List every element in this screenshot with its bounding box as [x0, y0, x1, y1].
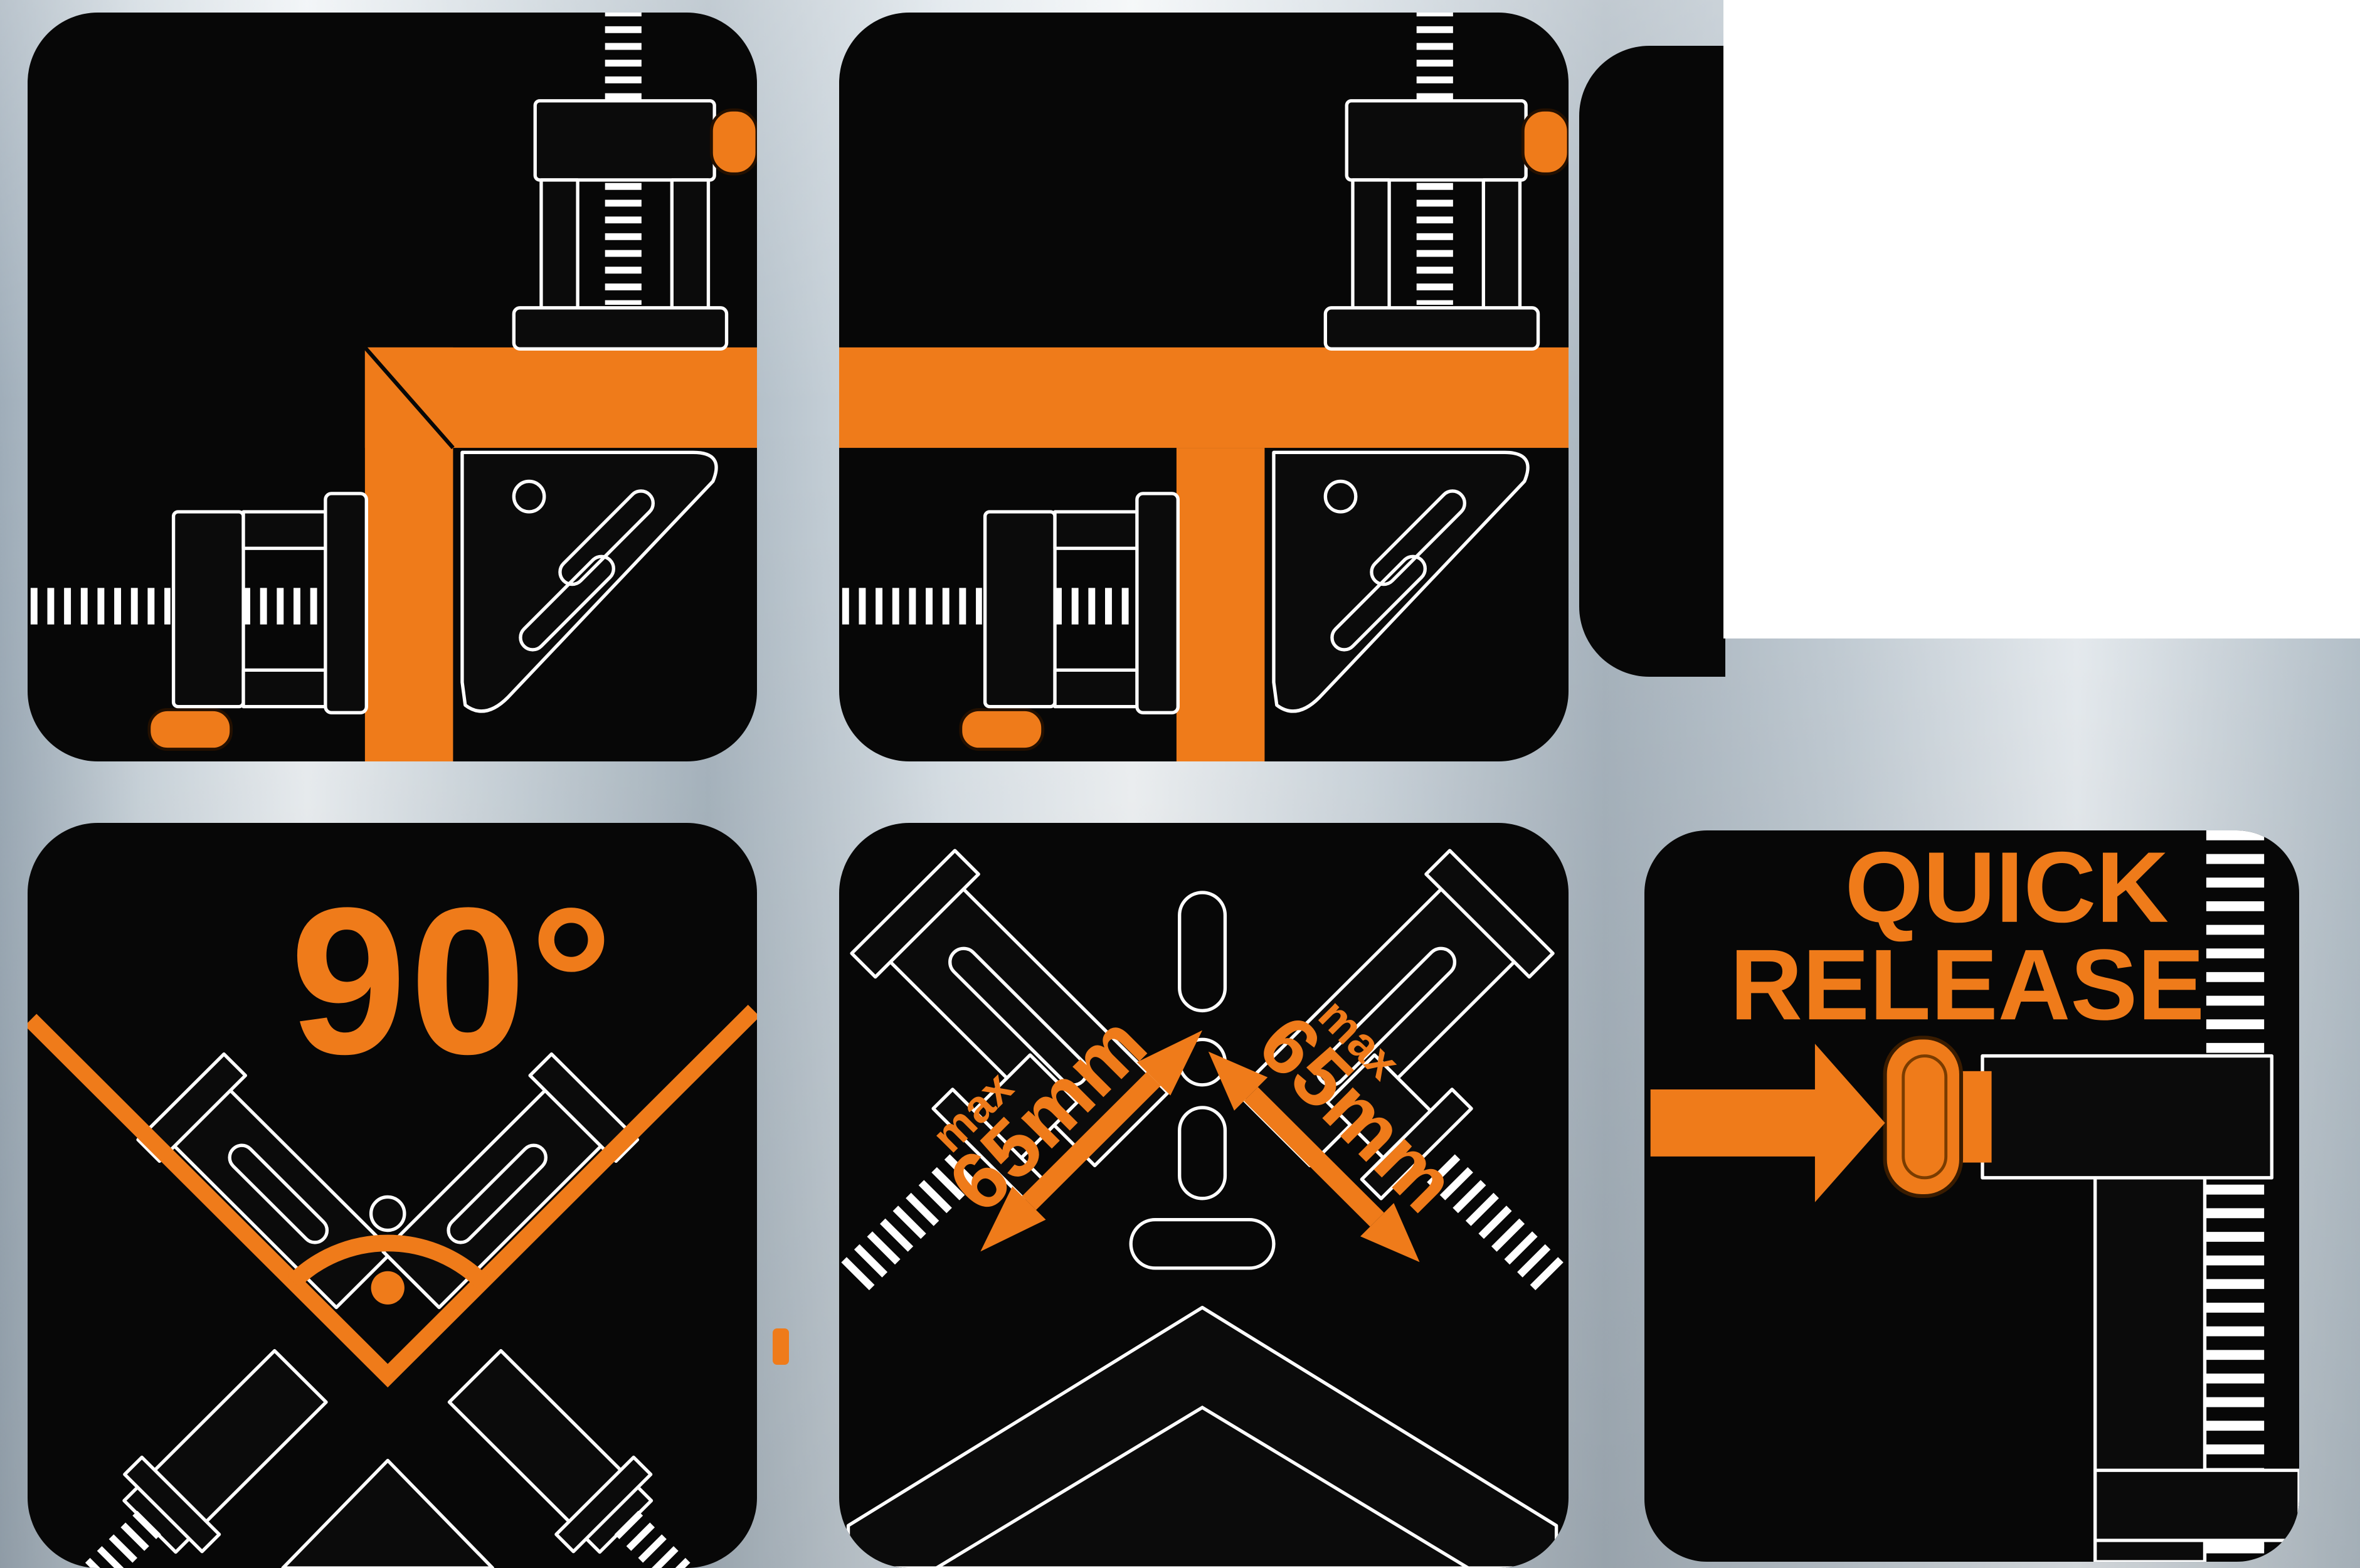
- clamp-top-view: [840, 849, 1565, 1568]
- tile-90-degrees: 90°: [28, 823, 757, 1568]
- capacity-illustration-icon: max 65mm max 65mm: [840, 849, 1565, 1568]
- quick-release-knob-icon: [709, 108, 757, 176]
- arrowhead-icon: [1136, 1030, 1203, 1096]
- right-arrow-icon: [1650, 1044, 1885, 1202]
- upper-jaw: [1323, 13, 1569, 351]
- angle-arc-icon: [287, 1234, 488, 1288]
- quick-release-knob: [1883, 1036, 1992, 1199]
- arrowhead-icon: [1360, 1203, 1420, 1263]
- workpiece-boards: [839, 347, 1569, 761]
- corner-joint-illustration-icon: [30, 13, 757, 761]
- screw-thread-icon: [80, 1510, 161, 1568]
- screw-thread-icon: [1427, 1154, 1565, 1291]
- pivot-dot-icon: [371, 1271, 405, 1305]
- quick-release-knob-icon: [1521, 108, 1569, 176]
- screw-thread-icon: [614, 1510, 696, 1568]
- tile-capacity-65mm: max 65mm max 65mm: [839, 823, 1569, 1568]
- tile-corner-joint: [28, 13, 757, 761]
- angle-v-lines-icon: [28, 1005, 757, 1388]
- clamp-corner-body: [1272, 450, 1530, 713]
- screw-thread-icon: [840, 1154, 978, 1291]
- white-patch: [1723, 0, 2360, 638]
- angle-illustration-icon: 90°: [28, 864, 757, 1568]
- orange-fragment: [773, 1328, 789, 1365]
- tile-quick-release: QUICK RELEASE: [1644, 830, 2299, 1562]
- angle-annotation: [28, 1005, 757, 1388]
- clamp-corner-body: [460, 450, 718, 713]
- t-joint-illustration-icon: [839, 13, 1569, 761]
- angle-label: 90°: [290, 864, 616, 1098]
- arrowhead-icon: [980, 1186, 1046, 1252]
- clamp-body: [1981, 1054, 2299, 1562]
- capacity-arrow-right-icon: [1244, 1087, 1384, 1227]
- clamp-foot-icon: [147, 708, 233, 751]
- workpiece-boards: [363, 346, 757, 761]
- tile-t-joint: [839, 13, 1569, 761]
- upper-jaw: [512, 13, 757, 351]
- arrowhead-icon: [1208, 1051, 1268, 1111]
- quick-release-illustration-icon: QUICK RELEASE: [1650, 830, 2299, 1562]
- clamp-foot-icon: [959, 708, 1045, 751]
- quick-release-title-line2: RELEASE: [1730, 928, 2204, 1041]
- partial-tile: [1579, 46, 1725, 677]
- lower-jaw: [30, 492, 368, 751]
- capacity-arrow-left-icon: [1022, 1071, 1161, 1210]
- quick-release-title-line1: QUICK: [1845, 831, 2169, 943]
- clamp-top-view: [80, 1052, 696, 1568]
- lower-jaw: [842, 492, 1180, 751]
